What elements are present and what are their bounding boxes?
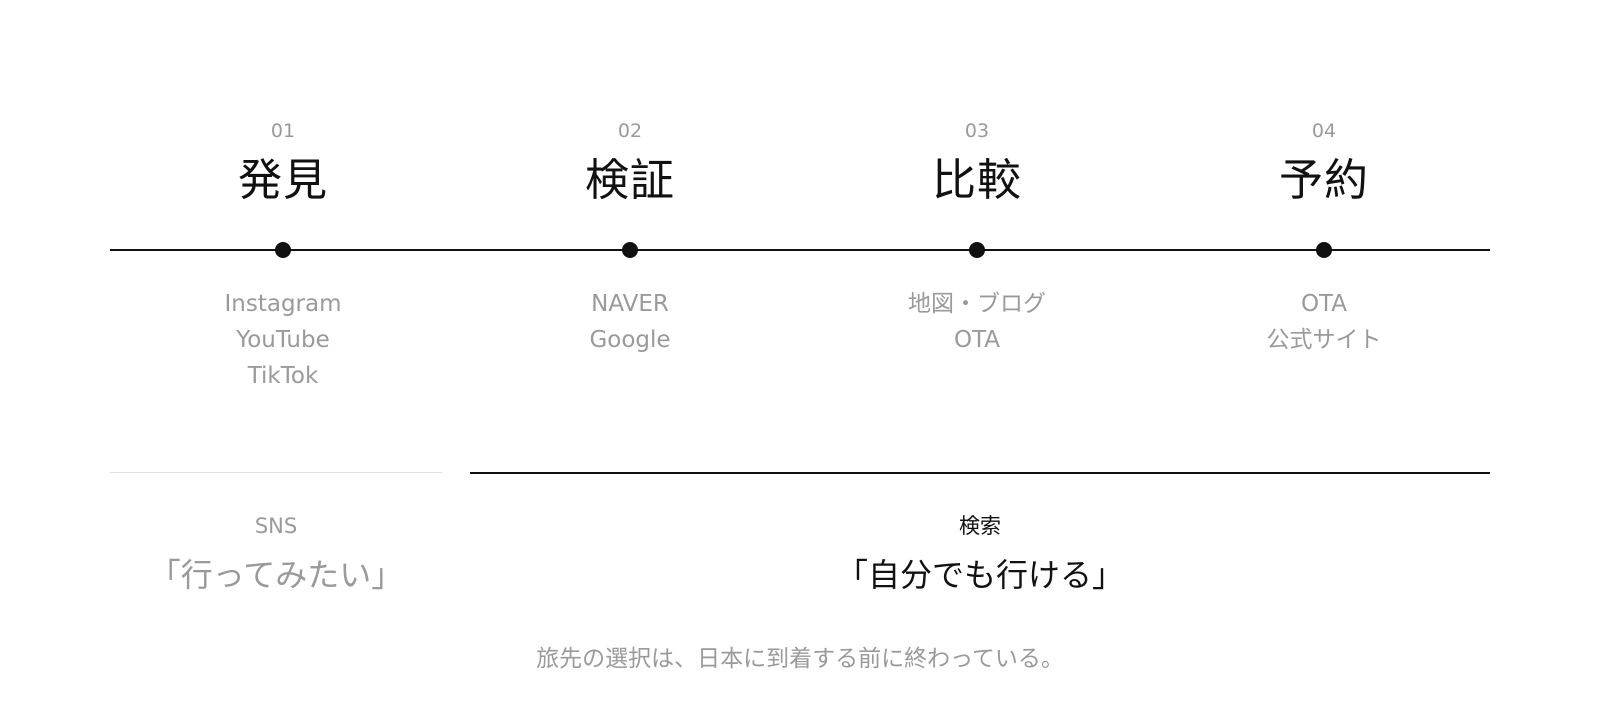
search-group-label: 検索	[959, 514, 1001, 538]
source-item: Instagram	[224, 291, 342, 317]
search-group-rule	[470, 472, 1490, 474]
source-item: 地図・ブログ	[908, 291, 1046, 317]
sns-group-rule	[110, 472, 442, 473]
step-number: 03	[964, 120, 990, 142]
source-item: Google	[589, 327, 671, 353]
step-title: 発見	[238, 155, 328, 206]
source-item: NAVER	[591, 291, 669, 317]
step-title: 予約	[1279, 155, 1369, 206]
step-discovery: 01 発見	[163, 118, 403, 212]
search-group-quote: 「自分でも行ける」	[835, 556, 1124, 594]
step-booking: 04 予約	[1204, 118, 1444, 212]
timeline-node	[275, 242, 291, 258]
timeline-node	[622, 242, 638, 258]
step-number: 01	[270, 120, 296, 142]
source-item: TikTok	[247, 363, 319, 389]
timeline-node	[969, 242, 985, 258]
footer-statement: 旅先の選択は、日本に到着する前に終わっている。	[536, 646, 1064, 672]
timeline-node	[1316, 242, 1332, 258]
step-title: 検証	[585, 155, 675, 206]
step-number: 04	[1311, 120, 1337, 142]
source-item: OTA	[953, 327, 1001, 353]
step-number: 02	[617, 120, 643, 142]
step-title: 比較	[932, 155, 1022, 206]
source-item: 公式サイト	[1266, 327, 1382, 353]
step-comparison: 03 比較	[857, 118, 1097, 212]
step-sources: OTA 公式サイト	[1194, 286, 1454, 358]
step-sources: 地図・ブログ OTA	[847, 286, 1107, 358]
step-sources: NAVER Google	[500, 286, 760, 358]
sns-group-quote: 「行ってみたい」	[148, 556, 404, 594]
source-item: OTA	[1300, 291, 1348, 317]
step-sources: Instagram YouTube TikTok	[153, 286, 413, 394]
step-verification: 02 検証	[510, 118, 750, 212]
sns-group-label: SNS	[254, 514, 298, 538]
source-item: YouTube	[236, 327, 330, 353]
timeline-line	[110, 249, 1490, 251]
